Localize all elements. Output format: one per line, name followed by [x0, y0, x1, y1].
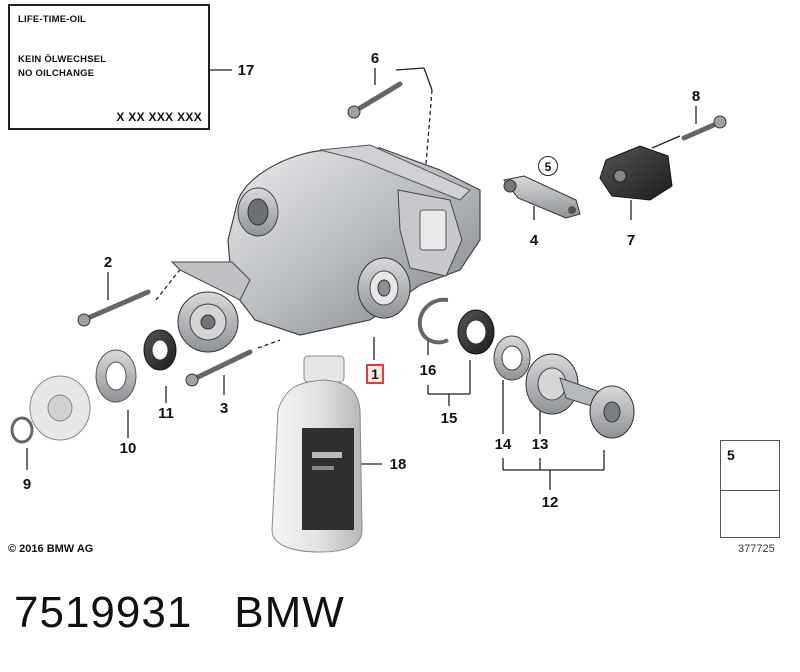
washer-10: [95, 349, 137, 403]
label-part-number: X XX XXX XXX: [116, 110, 202, 124]
callout-13[interactable]: 13: [531, 436, 549, 453]
diagram-id: 377725: [738, 543, 775, 555]
leader-lines: [26, 67, 697, 490]
flange-left: [29, 375, 91, 441]
rubber-mount-7: [599, 145, 673, 201]
callout-18[interactable]: 18: [389, 456, 407, 473]
callout-15[interactable]: 15: [440, 410, 458, 427]
bolt-6: [347, 81, 403, 119]
callout-2[interactable]: 2: [103, 254, 113, 271]
washer-14: [493, 335, 531, 381]
bolt-3: [185, 349, 253, 387]
caption: 7519931 BMW: [14, 588, 345, 638]
bolt-2: [77, 289, 151, 327]
reference-panel: 5: [720, 440, 780, 538]
callout-7[interactable]: 7: [626, 232, 636, 249]
callout-12[interactable]: 12: [541, 494, 559, 511]
callout-5-circled[interactable]: 5: [538, 156, 558, 176]
shaft-seal: [457, 309, 495, 355]
reference-divider: [721, 490, 779, 491]
output-shaft-13: [525, 353, 635, 439]
oil-bottle-18: [271, 355, 363, 553]
snap-ring-16: [417, 297, 449, 345]
lifetime-oil-label: LIFE-TIME-OIL KEIN ÖLWECHSEL NO OILCHANG…: [8, 4, 210, 130]
seal-11: [143, 329, 177, 371]
caption-brand: BMW: [234, 588, 345, 637]
callout-17[interactable]: 17: [237, 62, 255, 79]
callout-11[interactable]: 11: [158, 405, 174, 422]
rear-differential-housing: [170, 144, 481, 353]
callout-4[interactable]: 4: [529, 232, 539, 249]
retaining-ring-9: [10, 416, 34, 444]
bracket-4: [503, 175, 581, 219]
callout-1[interactable]: 1: [366, 364, 384, 384]
callout-16[interactable]: 16: [419, 362, 437, 379]
callout-3[interactable]: 3: [219, 400, 229, 417]
caption-part-number: 7519931: [14, 588, 193, 637]
callout-9[interactable]: 9: [22, 476, 32, 493]
callout-14[interactable]: 14: [494, 436, 512, 453]
label-line-lifetime-oil: LIFE-TIME-OIL: [18, 14, 87, 25]
callout-10[interactable]: 10: [119, 440, 137, 457]
label-line-no-oil-change-de: KEIN ÖLWECHSEL: [18, 54, 107, 65]
callout-8[interactable]: 8: [691, 88, 701, 105]
reference-item-number: 5: [727, 447, 735, 463]
copyright-notice: © 2016 BMW AG: [8, 543, 94, 555]
label-line-no-oil-change-en: NO OILCHANGE: [18, 68, 95, 79]
bolt-8: [681, 115, 727, 141]
callout-6[interactable]: 6: [370, 50, 380, 67]
